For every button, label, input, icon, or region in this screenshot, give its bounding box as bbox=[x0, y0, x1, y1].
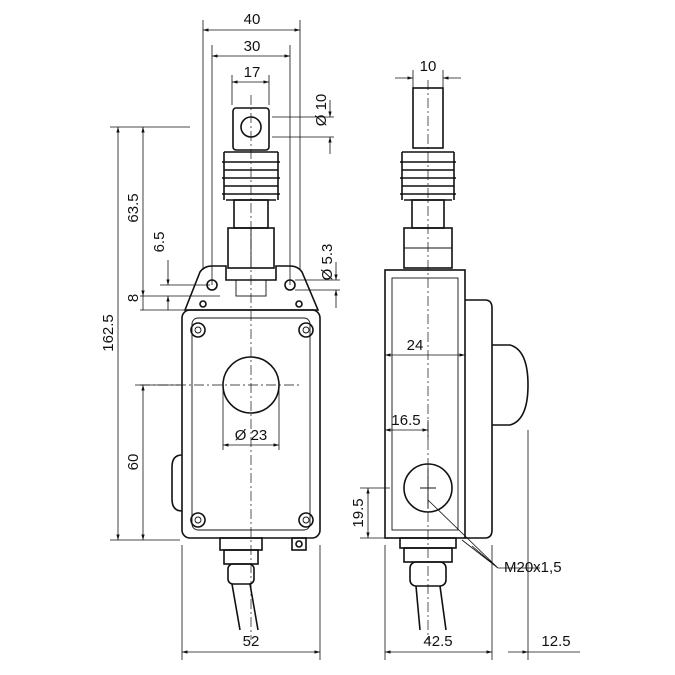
dim-dia-10: Ø 10 bbox=[313, 94, 330, 127]
dim-19-5: 19.5 bbox=[350, 498, 367, 527]
dim-6-5: 6.5 bbox=[151, 232, 168, 253]
dim-40: 40 bbox=[244, 11, 261, 28]
dim-24: 24 bbox=[407, 337, 424, 354]
dim-16-5: 16.5 bbox=[391, 412, 420, 429]
dim-dia-23: Ø 23 bbox=[235, 427, 268, 444]
dim-30: 30 bbox=[244, 38, 261, 55]
dim-52: 52 bbox=[243, 633, 260, 650]
side-button bbox=[171, 454, 183, 512]
screw-tr bbox=[298, 322, 314, 338]
head-bracket bbox=[183, 265, 320, 311]
dimension-lines bbox=[110, 20, 580, 660]
front-view bbox=[140, 95, 321, 640]
side-reset-button bbox=[492, 344, 529, 426]
dim-12-5: 12.5 bbox=[541, 633, 570, 650]
dim-dia-5-3: Ø 5.3 bbox=[319, 244, 336, 281]
dimension-labels: 40 30 17 Ø 10 63.5 6.5 Ø 5.3 8 162.5 Ø 2… bbox=[100, 11, 571, 650]
dim-8: 8 bbox=[125, 294, 142, 302]
screw-br bbox=[298, 512, 314, 528]
cable-gland bbox=[219, 537, 263, 631]
dim-60: 60 bbox=[125, 454, 142, 471]
dim-162-5: 162.5 bbox=[100, 314, 117, 352]
screw-bl bbox=[190, 512, 206, 528]
side-housing bbox=[384, 269, 466, 539]
side-view bbox=[384, 80, 529, 640]
thread-label: M20x1,5 bbox=[504, 559, 562, 576]
dim-17: 17 bbox=[244, 64, 261, 81]
ground-terminal bbox=[291, 537, 307, 551]
dim-42-5: 42.5 bbox=[423, 633, 452, 650]
dim-63-5: 63.5 bbox=[125, 193, 142, 222]
side-cover bbox=[465, 299, 493, 539]
screw-tl bbox=[190, 322, 206, 338]
dim-side-10: 10 bbox=[420, 58, 437, 75]
